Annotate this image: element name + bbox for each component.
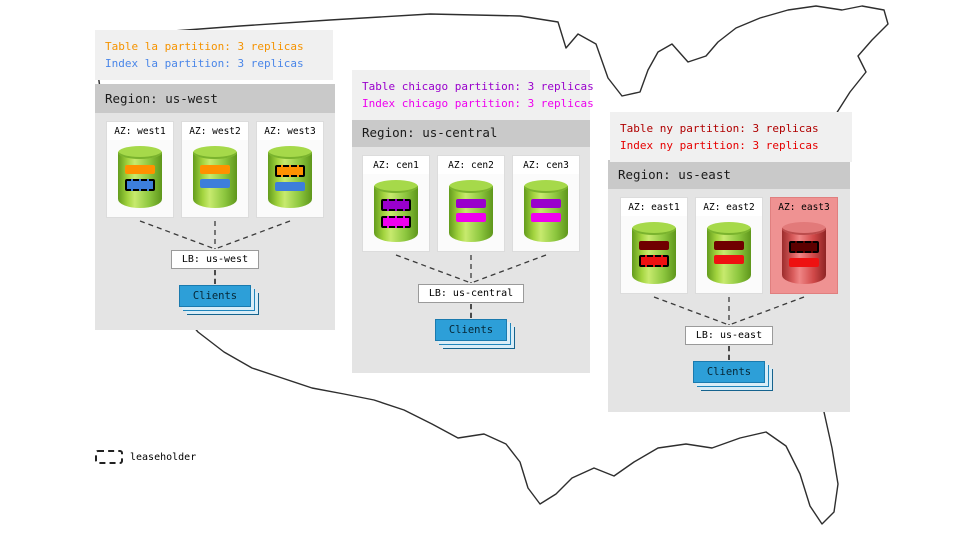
index-partition-bar <box>200 179 230 188</box>
index-partition-bar-leaseholder <box>381 216 411 228</box>
table-partition-bar <box>456 199 486 208</box>
index-partition-note: Index la partition: 3 replicas <box>105 57 304 71</box>
index-partition-note: Index ny partition: 3 replicas <box>620 139 819 153</box>
table-partition-bar <box>125 165 155 174</box>
region-title: Region: us-west <box>95 84 335 113</box>
table-partition-bar <box>200 165 230 174</box>
annotation-us-west: Table la partition: 3 replicas Index la … <box>95 30 333 81</box>
index-partition-note: Index chicago partition: 3 replicas <box>362 97 594 111</box>
table-partition-bar <box>531 199 561 208</box>
load-balancer-us-west: LB: us-west <box>170 250 260 269</box>
index-partition-bar-leaseholder <box>125 179 155 191</box>
db-node-cylinder <box>707 222 751 284</box>
region-us-west: Region: us-west AZ: west1 <box>95 84 335 330</box>
lb-clients-connector <box>728 346 730 360</box>
db-node-cylinder <box>524 180 568 242</box>
index-partition-bar <box>714 255 744 264</box>
connector-lines <box>653 296 805 326</box>
table-partition-note: Table chicago partition: 3 replicas <box>362 80 594 93</box>
index-partition-bar <box>275 182 305 191</box>
az-label: AZ: cen1 <box>363 156 429 174</box>
table-partition-bar-leaseholder <box>381 199 411 211</box>
az-label: AZ: east3 <box>778 202 830 213</box>
db-node-cylinder <box>268 146 312 208</box>
az-box-west2: AZ: west2 <box>181 121 249 218</box>
az-box-west3: AZ: west3 <box>256 121 324 218</box>
db-node-cylinder <box>374 180 418 242</box>
az-label: AZ: cen3 <box>513 156 579 174</box>
region-title: Region: us-central <box>352 118 590 147</box>
db-node-cylinder <box>449 180 493 242</box>
annotation-us-central: Table chicago partition: 3 replicas Inde… <box>352 70 594 121</box>
db-node-cylinder <box>632 222 676 284</box>
table-partition-note: Table la partition: 3 replicas <box>105 40 304 53</box>
lb-clients-connector <box>470 304 472 318</box>
lb-clients-connector <box>214 270 216 284</box>
table-partition-bar-leaseholder <box>789 241 819 253</box>
index-partition-bar <box>531 213 561 222</box>
annotation-us-east: Table ny partition: 3 replicas Index ny … <box>610 112 852 163</box>
az-box-west1: AZ: west1 <box>106 121 174 218</box>
az-box-east1: AZ: east1 <box>620 197 688 294</box>
az-box-cen1: AZ: cen1 <box>362 155 430 252</box>
clients-us-west: Clients <box>178 285 252 307</box>
region-title: Region: us-east <box>608 160 850 189</box>
az-box-cen2: AZ: cen2 <box>437 155 505 252</box>
load-balancer-us-east: LB: us-east <box>684 326 774 345</box>
az-label: AZ: west1 <box>107 122 173 140</box>
az-box-east2: AZ: east2 <box>695 197 763 294</box>
az-label: AZ: west2 <box>182 122 248 140</box>
load-balancer-us-central: LB: us-central <box>417 284 525 303</box>
table-partition-note: Table ny partition: 3 replicas <box>620 122 819 135</box>
az-box-cen3: AZ: cen3 <box>512 155 580 252</box>
index-partition-bar <box>789 258 819 267</box>
leaseholder-swatch-icon <box>95 450 123 464</box>
legend: leaseholder <box>95 450 196 464</box>
az-label: AZ: cen2 <box>438 156 504 174</box>
az-box-east3-highlighted: AZ: east3 <box>770 197 838 294</box>
connector-lines <box>395 254 547 284</box>
table-partition-bar <box>714 241 744 250</box>
index-partition-bar <box>456 213 486 222</box>
table-partition-bar <box>639 241 669 250</box>
region-us-central: Region: us-central AZ: cen1 <box>352 118 590 373</box>
clients-us-east: Clients <box>692 361 766 383</box>
az-label: AZ: west3 <box>257 122 323 140</box>
region-us-east: Region: us-east AZ: east1 <box>608 160 850 412</box>
table-partition-bar-leaseholder <box>275 165 305 177</box>
az-label: AZ: east1 <box>621 198 687 216</box>
legend-label: leaseholder <box>130 451 197 463</box>
connector-lines <box>139 220 291 250</box>
db-node-cylinder <box>118 146 162 208</box>
az-label: AZ: east2 <box>696 198 762 216</box>
index-partition-bar-leaseholder <box>639 255 669 267</box>
db-node-cylinder-highlighted <box>782 222 826 284</box>
clients-us-central: Clients <box>434 319 508 341</box>
db-node-cylinder <box>193 146 237 208</box>
